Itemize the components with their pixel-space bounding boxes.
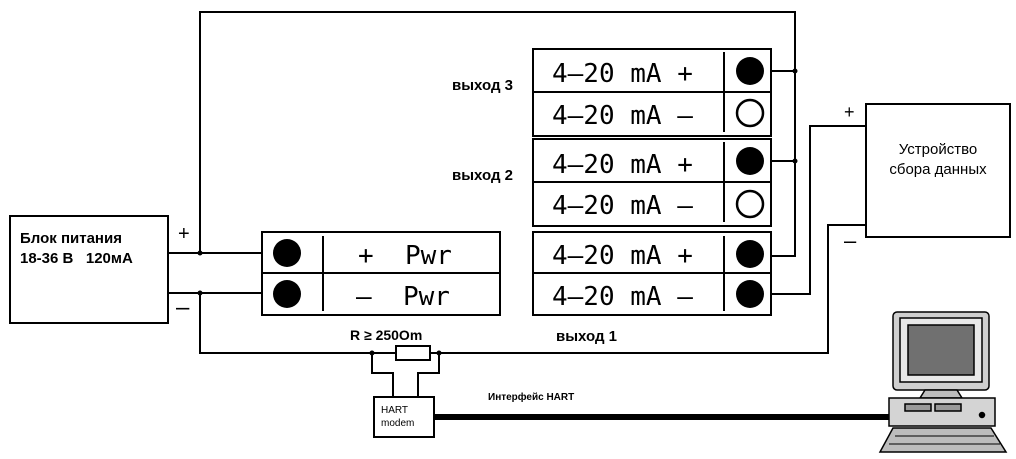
hart-modem-box bbox=[373, 396, 435, 438]
drive-bay-2 bbox=[934, 403, 962, 412]
wires bbox=[168, 11, 866, 397]
wire-resistor-to-collector bbox=[431, 224, 866, 354]
output-2-plus-terminal-dot bbox=[736, 147, 764, 175]
junction-dot bbox=[436, 350, 442, 356]
hart-modem: HART modem bbox=[373, 396, 435, 438]
hart-modem-line2: modem bbox=[381, 418, 414, 429]
computer-icon bbox=[878, 311, 1008, 453]
output-2-block: 4–20 mA + 4–20 mA – выход 2 bbox=[452, 138, 772, 227]
output-1-plus-label: 4–20 mA + bbox=[552, 241, 693, 271]
output-3-block: 4–20 mA + 4–20 mA – выход 3 bbox=[452, 48, 772, 137]
output-3-minus-label: 4–20 mA – bbox=[552, 101, 693, 131]
output-1-minus-terminal-dot bbox=[736, 280, 764, 308]
monitor-screen bbox=[907, 324, 975, 376]
junction-dot bbox=[197, 290, 203, 296]
wire-out1-minus bbox=[767, 125, 866, 295]
output-3-plus-label: 4–20 mA + bbox=[552, 59, 693, 89]
monitor-stand bbox=[918, 389, 964, 399]
data-collector: Устройство сбора данных + – bbox=[844, 102, 1011, 253]
junction-dot bbox=[197, 250, 203, 256]
power-supply-minus-sign: – bbox=[176, 294, 190, 321]
data-collector-plus-sign: + bbox=[844, 102, 855, 122]
output-3-minus-terminal-open bbox=[735, 98, 765, 128]
power-supply: Блок питания 18-36 В 120мА + – bbox=[9, 215, 190, 324]
junction-dot bbox=[369, 350, 375, 356]
power-supply-box bbox=[9, 215, 169, 324]
output-1-plus-terminal-dot bbox=[736, 240, 764, 268]
drive-bay bbox=[904, 403, 932, 412]
resistor: R ≥ 250Om bbox=[350, 327, 431, 361]
wire-top-loop bbox=[199, 11, 796, 257]
power-supply-rating: 18-36 В 120мА bbox=[20, 250, 133, 267]
output-2-minus-terminal-open bbox=[735, 189, 765, 219]
device-pwr-block: + Pwr – Pwr bbox=[261, 231, 501, 316]
data-collector-minus-sign: – bbox=[844, 228, 857, 253]
junction-dot bbox=[792, 158, 798, 164]
output-1-block: 4–20 mA + 4–20 mA – выход 1 bbox=[532, 231, 772, 345]
output-1-label: выход 1 bbox=[556, 328, 617, 345]
wire-bottom-loop bbox=[199, 293, 395, 354]
pwr-plus-terminal-dot bbox=[273, 239, 301, 267]
data-collector-box bbox=[865, 103, 1011, 238]
wire-modem-left bbox=[371, 353, 394, 397]
power-led bbox=[978, 411, 986, 419]
pwr-minus-label: – Pwr bbox=[356, 282, 450, 312]
hart-modem-line1: HART bbox=[381, 405, 408, 416]
keyboard bbox=[878, 427, 1008, 453]
output-3-plus-terminal-dot bbox=[736, 57, 764, 85]
output-2-label: выход 2 bbox=[452, 167, 513, 184]
data-collector-line2: сбора данных bbox=[889, 161, 987, 178]
system-unit bbox=[888, 397, 996, 427]
wire-modem-right bbox=[417, 353, 440, 397]
resistor-label: R ≥ 250Om bbox=[350, 327, 422, 343]
pwr-plus-label: + Pwr bbox=[358, 241, 452, 271]
output-2-minus-label: 4–20 mA – bbox=[552, 191, 693, 221]
junction-dots bbox=[197, 68, 798, 356]
power-supply-plus-sign: + bbox=[178, 223, 190, 245]
output-2-plus-label: 4–20 mA + bbox=[552, 150, 693, 180]
hart-interface-label: Интерфейс HART bbox=[488, 391, 574, 403]
output-1-minus-label: 4–20 mA – bbox=[552, 282, 693, 312]
pwr-minus-terminal-dot bbox=[273, 280, 301, 308]
resistor-body bbox=[395, 345, 431, 361]
power-supply-title: Блок питания bbox=[20, 230, 122, 247]
output-3-label: выход 3 bbox=[452, 77, 513, 94]
data-collector-line1: Устройство bbox=[899, 141, 977, 158]
junction-dot bbox=[792, 68, 798, 74]
